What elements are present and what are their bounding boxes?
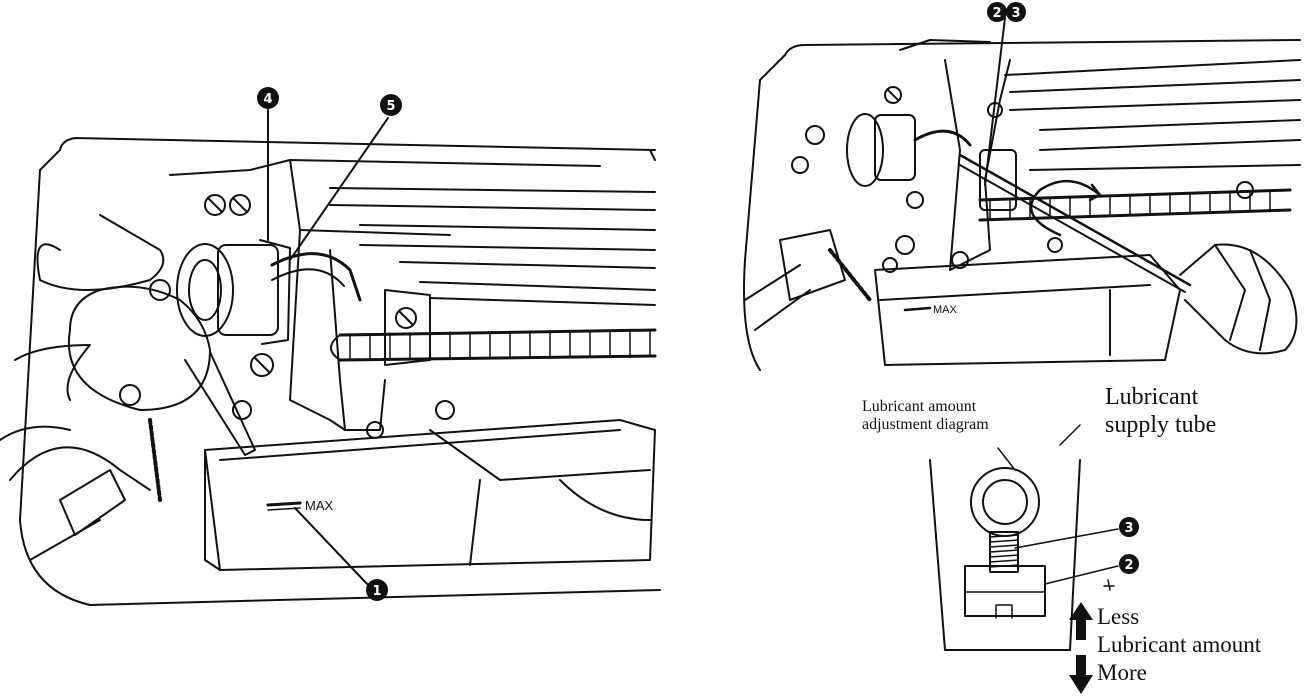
supply-tube-label: Lubricant supply tube <box>1105 384 1217 438</box>
more-label: More <box>1097 660 1147 685</box>
svg-text:5: 5 <box>386 99 395 114</box>
svg-text:2: 2 <box>1124 558 1133 573</box>
callout-4: 4 <box>257 87 279 109</box>
less-arrow <box>1069 602 1093 640</box>
svg-text:3: 3 <box>1124 521 1133 536</box>
callout-2-top: 2 <box>987 2 1007 22</box>
less-label: Less <box>1097 604 1140 629</box>
more-arrow <box>1069 655 1093 694</box>
svg-text:3: 3 <box>1011 6 1020 21</box>
svg-text:1: 1 <box>372 584 381 599</box>
callout-1: 1 <box>366 579 388 601</box>
lubricant-amount-label: Lubricant amount <box>1097 632 1262 657</box>
callout-3: 3 <box>1119 517 1139 537</box>
callout-5: 5 <box>380 94 402 116</box>
svg-text:4: 4 <box>263 92 272 107</box>
svg-text:2: 2 <box>992 6 1001 21</box>
max-mark-right: MAX <box>933 304 958 316</box>
max-mark-left: MAX <box>305 498 334 513</box>
callout-2: 2 <box>1119 554 1139 574</box>
left-machine-drawing <box>0 109 661 606</box>
callout-3-top: 3 <box>1006 2 1026 22</box>
adjustment-diagram-label: Lubricant amount adjustment diagram <box>862 398 989 434</box>
right-machine-drawing <box>743 17 1301 371</box>
